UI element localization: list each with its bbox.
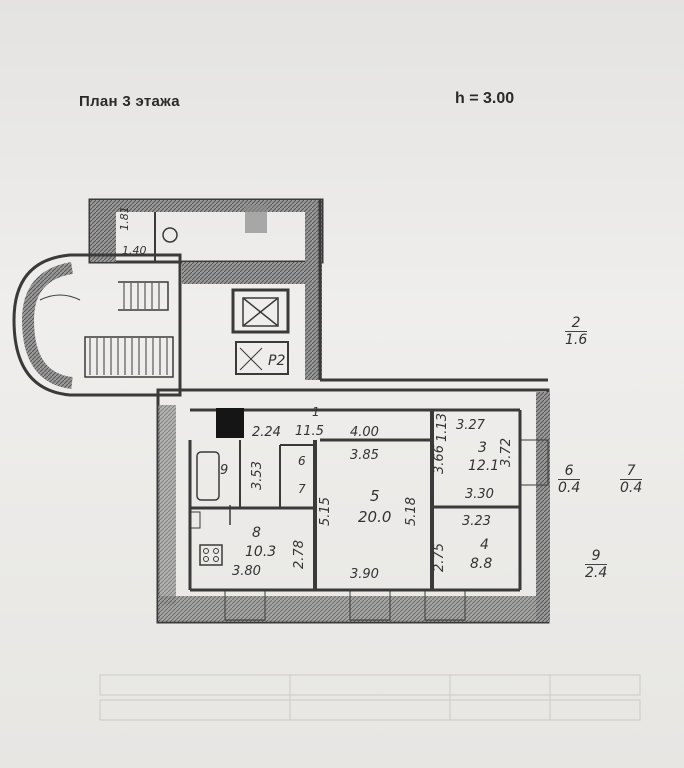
- dim-2-75: 2.75: [431, 543, 447, 572]
- room-5-area: 20.0: [358, 508, 392, 526]
- stair-dim-a: 1.81: [117, 206, 131, 231]
- dim-2-78: 2.78: [291, 540, 307, 569]
- plan-title: План 3 этажа: [79, 93, 180, 110]
- dim-3-72: 3.72: [498, 438, 514, 467]
- apartment-walls: [156, 200, 550, 624]
- room-3-area: 12.1: [468, 458, 500, 474]
- dim-3-30: 3.30: [465, 487, 494, 502]
- legend-2: 2 1.6: [565, 315, 588, 348]
- room-4-number: 4: [480, 537, 489, 553]
- room-8-area: 10.3: [245, 544, 277, 560]
- room-1-number: 1: [312, 405, 320, 419]
- room-3-number: 3: [478, 440, 487, 456]
- room-label-p2: P2: [268, 353, 286, 369]
- room-5-number: 5: [370, 487, 380, 505]
- stair-hall: [12, 253, 305, 397]
- dim-2-24: 2.24: [252, 425, 281, 440]
- legend-7: 7 0.4: [620, 463, 643, 496]
- legend-6: 6 0.4: [558, 463, 581, 496]
- dim-3-90: 3.90: [350, 567, 379, 582]
- upper-stair-block: [88, 198, 324, 380]
- dim-3-53: 3.53: [249, 461, 265, 490]
- room-7-number: 7: [298, 482, 306, 496]
- faded-table-bleedthrough: [99, 674, 641, 721]
- room-1-area: 11.5: [295, 424, 324, 439]
- dim-3-23: 3.23: [462, 514, 491, 529]
- elevator-shaft: [231, 288, 290, 375]
- dim-3-27: 3.27: [456, 418, 485, 433]
- dim-4-00: 4.00: [350, 425, 379, 440]
- legend-9: 9 2.4: [585, 548, 608, 581]
- dim-3-66: 3.66: [431, 445, 447, 474]
- room-4-area: 8.8: [470, 556, 493, 572]
- dim-3-85: 3.85: [350, 448, 379, 463]
- ceiling-height: h = 3.00: [455, 90, 515, 107]
- dim-1-13: 1.13: [434, 413, 450, 442]
- stair-dim-b: 1.40: [122, 244, 147, 257]
- dim-3-80: 3.80: [232, 564, 261, 579]
- dim-5-15: 5.15: [317, 497, 333, 526]
- room-6-number: 6: [298, 454, 306, 468]
- dim-5-18: 5.18: [403, 497, 419, 526]
- room-8-number: 8: [252, 525, 261, 541]
- room-9-number: 9: [220, 463, 229, 478]
